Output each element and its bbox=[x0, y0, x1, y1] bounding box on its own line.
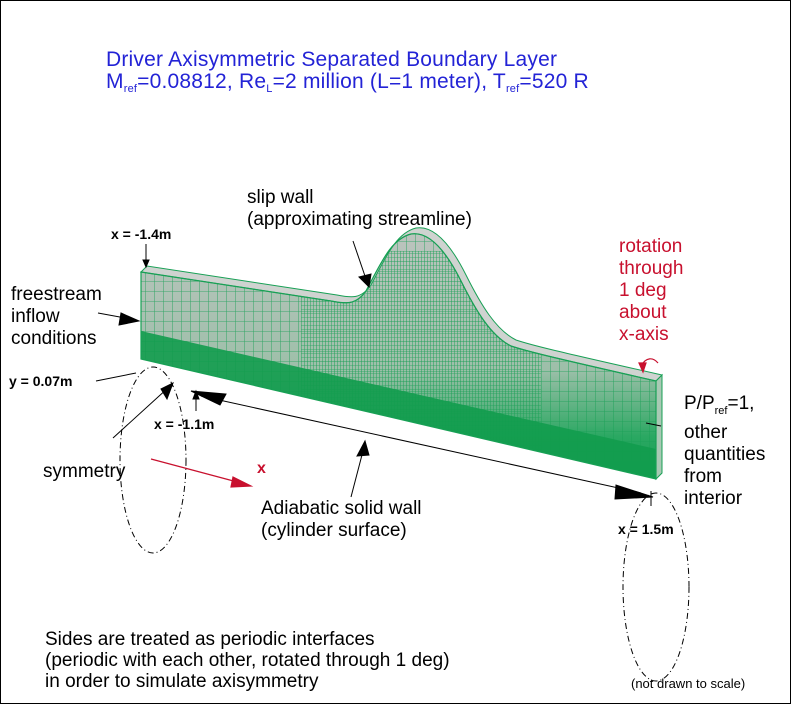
note-line-1: Sides are treated as periodic interfaces bbox=[45, 629, 375, 650]
outflow-line-4: interior bbox=[684, 488, 743, 509]
rotation-line-4: about bbox=[619, 302, 667, 323]
periodic-note: Sides are treated as periodic interfaces… bbox=[45, 629, 450, 692]
pressure-value: =1, bbox=[727, 393, 755, 414]
reynolds-value: =2 million (L=1 meter), T bbox=[272, 70, 506, 93]
outflow-line-3: from bbox=[684, 466, 722, 487]
title-line-1: Driver Axisymmetric Separated Boundary L… bbox=[106, 48, 558, 71]
title-line-2: Mref=0.08812, ReL=2 million (L=1 meter),… bbox=[106, 71, 589, 95]
mach-subscript: ref bbox=[123, 83, 138, 95]
freestream-line-3: conditions bbox=[11, 328, 97, 349]
rotation-label: rotation through 1 deg about x-axis bbox=[619, 236, 683, 346]
x-end-label: x = 1.5m bbox=[618, 521, 674, 537]
note-line-3: in order to simulate axisymmetry bbox=[45, 671, 319, 692]
outflow-pressure: P/Pref=1, bbox=[684, 393, 765, 422]
mach-value: =0.08812, Re bbox=[137, 70, 267, 93]
freestream-line-1: freestream bbox=[11, 284, 102, 305]
mesh-wall bbox=[141, 233, 656, 479]
reynolds-subscript: L bbox=[266, 83, 273, 95]
temp-value: =520 R bbox=[519, 70, 589, 93]
outflow-line-1: other bbox=[684, 422, 728, 443]
adiabatic-line-1: Adiabatic solid wall bbox=[261, 498, 422, 519]
not-to-scale-label: (not drawn to scale) bbox=[631, 676, 746, 691]
outflow-line-2: quantities bbox=[684, 444, 766, 465]
x-axis-label: x bbox=[257, 460, 266, 477]
freestream-line-2: inflow bbox=[11, 306, 60, 327]
rotation-line-2: through bbox=[619, 258, 684, 279]
rotation-line-1: rotation bbox=[619, 236, 683, 257]
mach-symbol: M bbox=[106, 70, 124, 93]
symmetry-label: symmetry bbox=[43, 461, 126, 482]
x-wall-start-label: x = -1.1m bbox=[154, 416, 215, 432]
rotation-line-5: x-axis bbox=[619, 324, 669, 345]
pressure-subscript: ref bbox=[714, 405, 728, 417]
slip-wall-line-1: slip wall bbox=[247, 187, 314, 208]
freestream-label: freestream inflow conditions bbox=[11, 284, 102, 350]
y-height-label: y = 0.07m bbox=[9, 373, 73, 389]
slip-wall-line-2: (approximating streamline) bbox=[247, 209, 472, 230]
pressure-symbol: P/P bbox=[684, 393, 715, 414]
slip-wall-label: slip wall (approximating streamline) bbox=[247, 187, 472, 231]
rotation-line-3: 1 deg bbox=[619, 280, 667, 301]
note-line-2: (periodic with each other, rotated throu… bbox=[45, 650, 450, 671]
temp-subscript: ref bbox=[505, 83, 520, 95]
adiabatic-wall-label: Adiabatic solid wall (cylinder surface) bbox=[261, 498, 422, 542]
outflow-label: P/Pref=1, other quantities from interior bbox=[684, 393, 765, 510]
adiabatic-line-2: (cylinder surface) bbox=[261, 520, 407, 541]
x-start-label: x = -1.4m bbox=[111, 226, 172, 242]
